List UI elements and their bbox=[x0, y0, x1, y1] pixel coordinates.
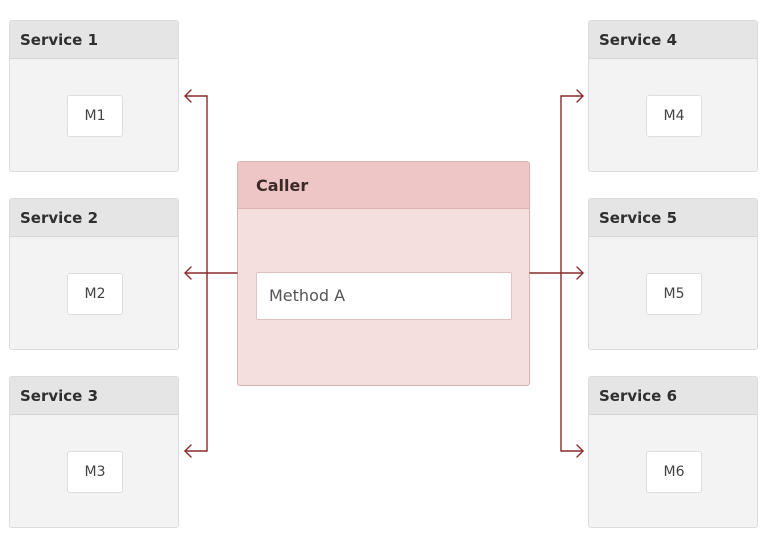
service-2-method: M2 bbox=[67, 273, 123, 315]
service-3-method: M3 bbox=[67, 451, 123, 493]
service-6-title: Service 6 bbox=[589, 377, 757, 415]
service-6-box: Service 6 M6 bbox=[588, 376, 758, 528]
arrow-to-service-1 bbox=[184, 89, 208, 103]
arrow-to-service-2 bbox=[184, 266, 208, 280]
service-3-box: Service 3 M3 bbox=[9, 376, 179, 528]
arrow-to-service-6 bbox=[560, 444, 584, 458]
service-5-method: M5 bbox=[646, 273, 702, 315]
caller-method-a: Method A bbox=[256, 272, 512, 320]
service-5-title: Service 5 bbox=[589, 199, 757, 237]
service-4-box: Service 4 M4 bbox=[588, 20, 758, 172]
service-1-box: Service 1 M1 bbox=[9, 20, 179, 172]
service-4-method: M4 bbox=[646, 95, 702, 137]
service-3-title: Service 3 bbox=[10, 377, 178, 415]
service-6-method: M6 bbox=[646, 451, 702, 493]
arrow-to-service-4 bbox=[560, 89, 584, 103]
caller-title: Caller bbox=[238, 162, 529, 209]
caller-box: Caller Method A bbox=[237, 161, 530, 386]
service-1-title: Service 1 bbox=[10, 21, 178, 59]
arrow-to-service-3 bbox=[184, 444, 208, 458]
service-1-method: M1 bbox=[67, 95, 123, 137]
service-4-title: Service 4 bbox=[589, 21, 757, 59]
arrow-to-service-5 bbox=[560, 266, 584, 280]
service-5-box: Service 5 M5 bbox=[588, 198, 758, 350]
service-2-box: Service 2 M2 bbox=[9, 198, 179, 350]
service-2-title: Service 2 bbox=[10, 199, 178, 237]
